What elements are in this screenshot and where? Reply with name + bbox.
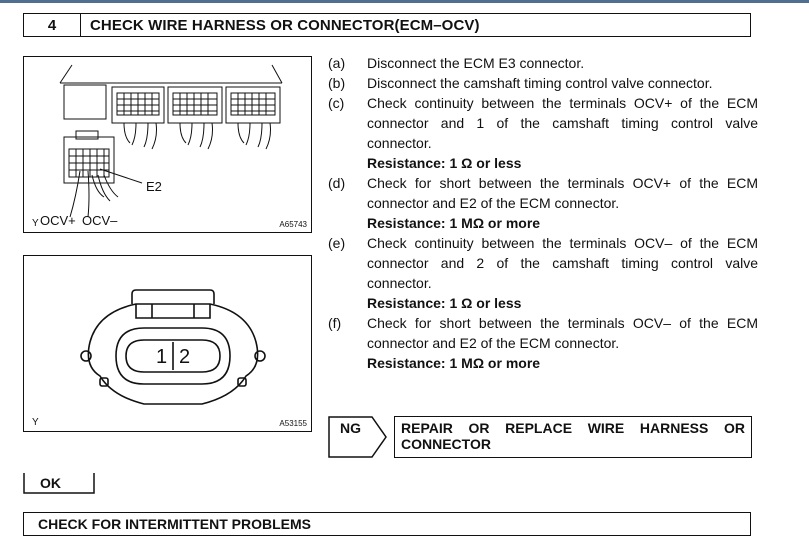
- step-f-result: Resistance: 1 MΩ or more: [367, 355, 541, 371]
- ng-label: NG: [340, 420, 361, 436]
- figure2-corner-mark: Y: [32, 417, 39, 428]
- ng-action-box: REPAIR OR REPLACE WIRE HARNESS OR CONNEC…: [394, 416, 752, 458]
- ng-arrow-tag: [328, 416, 387, 458]
- figure2-code: A53155: [279, 419, 307, 428]
- step-letter: (f): [328, 315, 342, 331]
- step-d: (d) Check for short between the terminal…: [328, 173, 758, 213]
- figure1-corner-mark: Y: [32, 218, 39, 229]
- ok-branch: OK: [23, 472, 95, 494]
- step-c-result: Resistance: 1 Ω or less: [367, 155, 522, 171]
- label-ocv-plus: OCV+: [40, 213, 76, 228]
- ng-word: HARNESS: [639, 420, 709, 436]
- ocv-connector-figure: 1 2 Y A53155: [23, 255, 312, 432]
- step-e: (e) Check continuity between the termina…: [328, 233, 758, 293]
- ng-word: OR: [724, 420, 745, 436]
- step-number: 4: [24, 14, 81, 36]
- step-header: 4 CHECK WIRE HARNESS OR CONNECTOR(ECM–OC…: [23, 13, 751, 37]
- step-letter: (e): [328, 235, 346, 251]
- step-text: Check for short between the terminals OC…: [367, 175, 758, 211]
- step-letter: (a): [328, 55, 346, 71]
- label-ocv-minus: OCV–: [82, 213, 118, 228]
- step-text: Check for short between the terminals OC…: [367, 315, 758, 351]
- step-text: Disconnect the ECM E3 connector.: [367, 55, 585, 71]
- ng-word: WIRE: [587, 420, 625, 436]
- next-step-box: CHECK FOR INTERMITTENT PROBLEMS: [23, 512, 751, 536]
- ng-action-line2: CONNECTOR: [401, 436, 491, 452]
- pin-1-label: 1: [156, 346, 168, 368]
- ok-label: OK: [40, 475, 61, 491]
- step-text: Check continuity between the terminals O…: [367, 95, 758, 151]
- figure1-code: A65743: [279, 220, 307, 229]
- ok-tab-shape: [23, 473, 95, 494]
- step-text: Disconnect the camshaft timing control v…: [367, 75, 713, 91]
- ng-word: OR: [468, 420, 490, 436]
- next-step-title: CHECK FOR INTERMITTENT PROBLEMS: [38, 516, 311, 532]
- ecm-connector-drawing: [59, 64, 283, 218]
- step-letter: (b): [328, 75, 346, 91]
- pin-2-label: 2: [179, 346, 191, 368]
- procedure-steps: (a) Disconnect the ECM E3 connector. (b)…: [328, 53, 758, 373]
- step-c: (c) Check continuity between the termina…: [328, 93, 758, 153]
- step-a: (a) Disconnect the ECM E3 connector.: [328, 53, 758, 73]
- label-e2: E2: [146, 179, 162, 194]
- step-text: Check continuity between the terminals O…: [367, 235, 758, 291]
- ecm-connector-figure: E2 OCV+ OCV– Y A65743: [23, 56, 312, 233]
- step-letter: (c): [328, 95, 345, 111]
- step-letter: (d): [328, 175, 346, 191]
- step-title: CHECK WIRE HARNESS OR CONNECTOR(ECM–OCV): [90, 16, 480, 34]
- ng-action-line1: REPAIR OR REPLACE WIRE HARNESS OR: [401, 420, 745, 436]
- ng-word: REPAIR: [401, 420, 453, 436]
- step-f: (f) Check for short between the terminal…: [328, 313, 758, 353]
- top-border-line: [0, 0, 809, 3]
- step-d-result: Resistance: 1 MΩ or more: [367, 215, 541, 231]
- step-e-result: Resistance: 1 Ω or less: [367, 295, 522, 311]
- step-b: (b) Disconnect the camshaft timing contr…: [328, 73, 758, 93]
- ocv-connector-drawing: [80, 289, 266, 405]
- ng-word: REPLACE: [505, 420, 573, 436]
